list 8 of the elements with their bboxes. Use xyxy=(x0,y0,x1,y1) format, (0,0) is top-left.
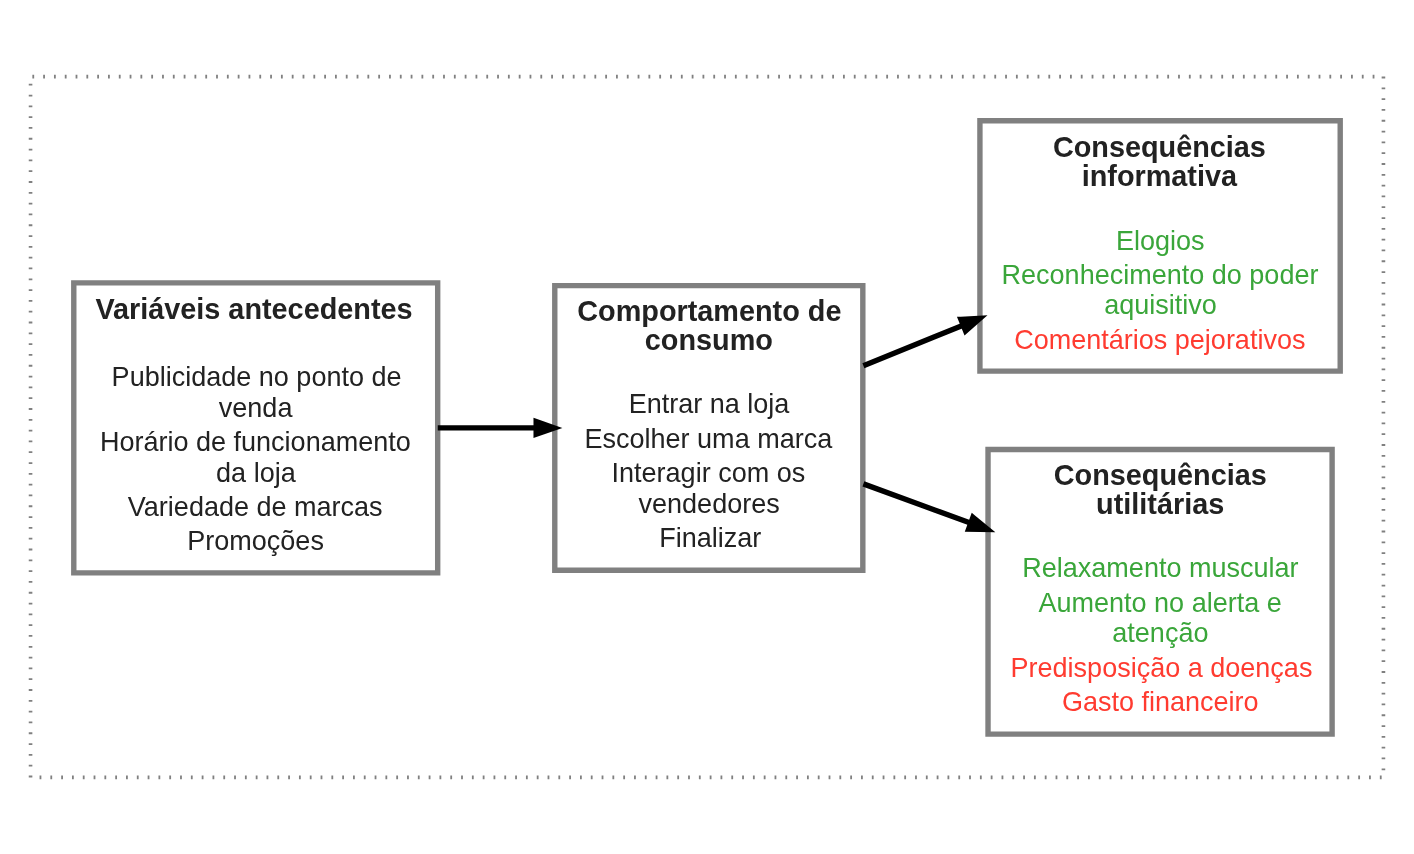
arrow xyxy=(862,481,996,533)
node-box: Consequências informativa Elogios Reconhecimento do poder aquisitivo Comentários pejorativos xyxy=(977,118,1343,374)
node-box: Comportamento de consumo Entrar na loja Escolher uma marca Interagir com os vendedores Finalizar xyxy=(552,282,866,573)
node-box: Variáveis antecedentes Publicidade no ponto de venda Horário de funcionamento da loja Variedade de marcas Promoções xyxy=(71,280,441,576)
arrow xyxy=(437,417,563,438)
cluster xyxy=(28,74,1386,780)
node-box: Consequências utilitárias Relaxamento muscular Aumento no alerta e atenção Predisposição a doenças Gasto financeiro xyxy=(985,446,1335,737)
arrow xyxy=(862,315,988,369)
